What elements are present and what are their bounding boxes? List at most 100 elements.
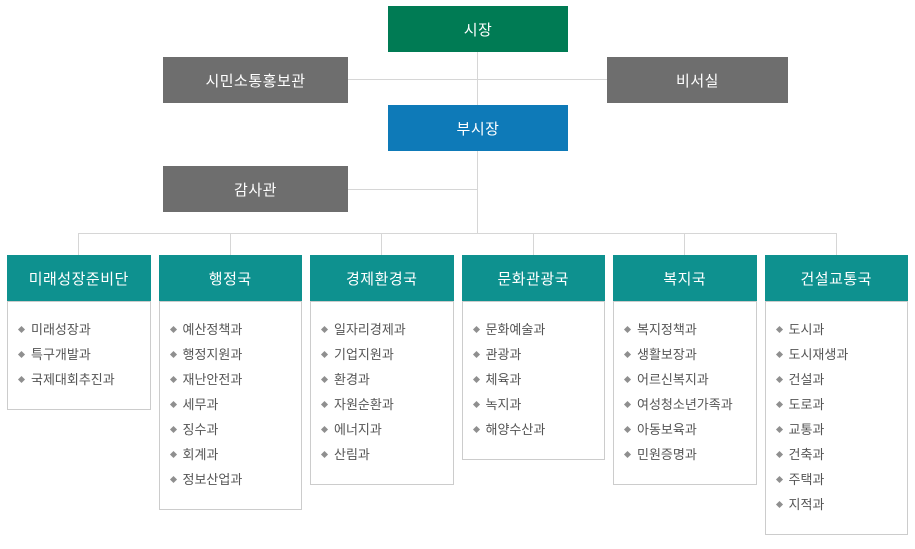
diamond-bullet-icon — [169, 325, 177, 334]
diamond-bullet-icon — [17, 375, 26, 384]
mayor-box: 시장 — [388, 6, 568, 52]
division-label: 정보산업과 — [182, 472, 243, 487]
connector-drop-3 — [381, 233, 382, 255]
diamond-bullet-icon — [472, 350, 480, 359]
diamond-bullet-icon — [623, 425, 632, 434]
audit-office-box: 감사관 — [163, 166, 348, 212]
division-item: 녹지과 — [472, 392, 599, 417]
diamond-bullet-icon — [472, 325, 480, 334]
diamond-bullet-icon — [320, 375, 329, 384]
communication-office-box: 시민소통홍보관 — [163, 57, 348, 103]
division-item: 자원순환과 — [320, 392, 447, 417]
division-item: 도로과 — [775, 392, 902, 417]
division-label: 도로과 — [788, 397, 825, 412]
division-label: 예산정책과 — [182, 322, 243, 337]
division-item: 지적과 — [775, 492, 902, 517]
connector-drop-5 — [684, 233, 685, 255]
diamond-bullet-icon — [320, 425, 329, 434]
division-label: 민원증명과 — [637, 447, 697, 462]
division-label: 재난안전과 — [182, 372, 243, 387]
department-header: 미래성장준비단 — [7, 255, 151, 301]
division-item: 교통과 — [775, 417, 902, 442]
division-item: 정보산업과 — [169, 467, 296, 492]
diamond-bullet-icon — [472, 425, 480, 434]
division-label: 해양수산과 — [485, 422, 546, 437]
division-label: 특구개발과 — [31, 347, 91, 362]
diamond-bullet-icon — [775, 325, 783, 334]
division-item: 세무과 — [169, 392, 296, 417]
division-item: 미래성장과 — [17, 317, 144, 342]
division-item: 민원증명과 — [623, 442, 750, 467]
diamond-bullet-icon — [775, 350, 783, 359]
diamond-bullet-icon — [169, 425, 177, 434]
division-item: 건설과 — [775, 367, 902, 392]
division-item: 복지정책과 — [623, 317, 750, 342]
division-item: 행정지원과 — [169, 342, 296, 367]
diamond-bullet-icon — [320, 450, 329, 459]
division-item: 문화예술과 — [472, 317, 599, 342]
division-label: 교통과 — [788, 422, 825, 437]
division-label: 국제대회추진과 — [31, 372, 115, 387]
diamond-bullet-icon — [169, 400, 177, 409]
division-item: 건축과 — [775, 442, 902, 467]
connector-drop-4 — [533, 233, 534, 255]
deputy-mayor-box: 부시장 — [388, 105, 568, 151]
division-label: 주택과 — [788, 472, 825, 487]
connector-drop-2 — [230, 233, 231, 255]
diamond-bullet-icon — [472, 375, 480, 384]
division-label: 문화예술과 — [485, 322, 546, 337]
division-label: 복지정책과 — [637, 322, 697, 337]
division-item: 해양수산과 — [472, 417, 599, 442]
diamond-bullet-icon — [169, 450, 177, 459]
division-label: 생활보장과 — [637, 347, 697, 362]
division-item: 재난안전과 — [169, 367, 296, 392]
division-item: 일자리경제과 — [320, 317, 447, 342]
division-label: 건축과 — [788, 447, 825, 462]
diamond-bullet-icon — [623, 350, 632, 359]
diamond-bullet-icon — [320, 325, 329, 334]
division-item: 도시과 — [775, 317, 902, 342]
division-label: 관광과 — [485, 347, 522, 362]
department-header: 건설교통국 — [764, 255, 908, 301]
division-item: 에너지과 — [320, 417, 447, 442]
division-item: 예산정책과 — [169, 317, 296, 342]
diamond-bullet-icon — [472, 400, 480, 409]
division-label: 어르신복지과 — [637, 372, 709, 387]
division-item: 국제대회추진과 — [17, 367, 144, 392]
division-item: 특구개발과 — [17, 342, 144, 367]
division-item: 회계과 — [169, 442, 296, 467]
division-item: 생활보장과 — [623, 342, 750, 367]
division-label: 도시과 — [788, 322, 825, 337]
division-item: 산림과 — [320, 442, 447, 467]
connector-audit — [348, 189, 478, 190]
department-header: 행정국 — [158, 255, 302, 301]
division-label: 미래성장과 — [31, 322, 91, 337]
connector-staff-row-top — [348, 79, 607, 80]
department-header: 경제환경국 — [310, 255, 454, 301]
division-item: 주택과 — [775, 467, 902, 492]
diamond-bullet-icon — [775, 475, 783, 484]
division-label: 아동보육과 — [637, 422, 697, 437]
diamond-bullet-icon — [17, 325, 26, 334]
division-item: 아동보육과 — [623, 417, 750, 442]
division-item: 도시재생과 — [775, 342, 902, 367]
division-label: 행정지원과 — [182, 347, 243, 362]
division-label: 자원순환과 — [334, 397, 394, 412]
diamond-bullet-icon — [169, 350, 177, 359]
diamond-bullet-icon — [320, 400, 329, 409]
division-item: 환경과 — [320, 367, 447, 392]
diamond-bullet-icon — [169, 475, 177, 484]
division-item: 체육과 — [472, 367, 599, 392]
connector-distributor — [78, 233, 837, 234]
division-item: 기업지원과 — [320, 342, 447, 367]
